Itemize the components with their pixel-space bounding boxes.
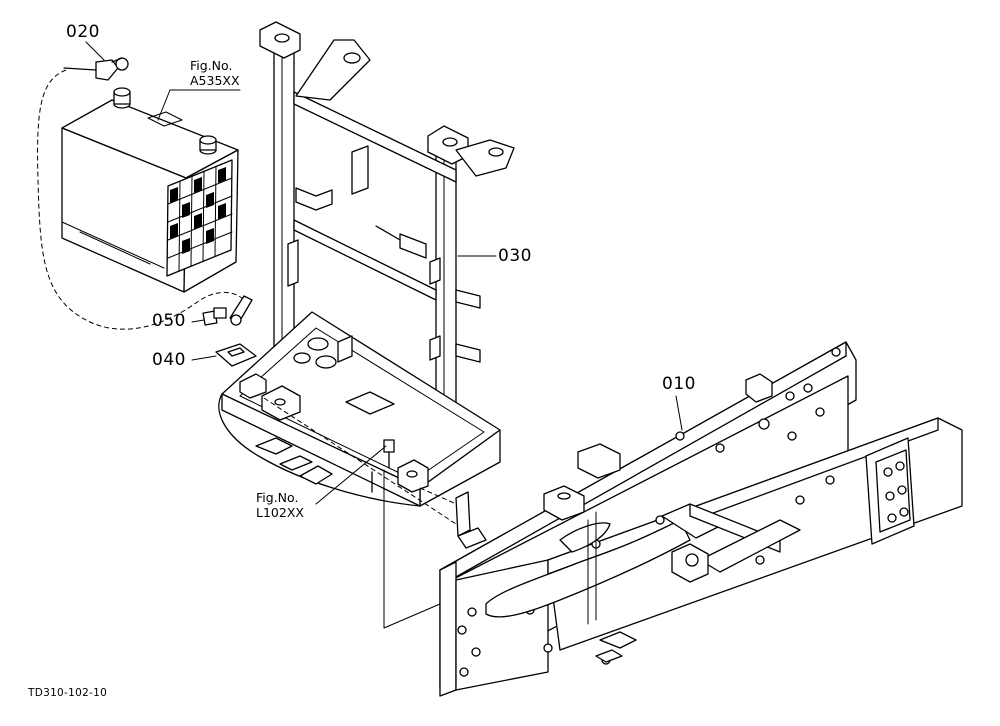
- plate-040: [191, 343, 257, 367]
- fig-ref-battery-number: A535XX: [190, 73, 240, 88]
- fig-ref-battery[interactable]: Fig.No. A535XX: [190, 58, 240, 88]
- fig-a535xx-leader: [157, 89, 241, 121]
- battery: [61, 87, 239, 293]
- fig-ref-frame-number: L102XX: [256, 505, 304, 520]
- fig-l102xx-leader: [315, 445, 387, 505]
- main-frame-010: [439, 341, 963, 697]
- battery-bracket-030: [259, 21, 515, 469]
- battery-cable-020: [37, 41, 245, 330]
- drawing-code: TD310-102-10: [28, 687, 108, 699]
- fig-ref-frame[interactable]: Fig.No. L102XX: [256, 490, 304, 520]
- battery-tray: [218, 311, 501, 507]
- part-label-050[interactable]: 050: [152, 311, 186, 331]
- part-label-030[interactable]: 030: [498, 246, 532, 266]
- part-label-020[interactable]: 020: [66, 22, 100, 42]
- part-label-010[interactable]: 010: [662, 374, 696, 394]
- fig-ref-frame-label: Fig.No.: [256, 490, 299, 505]
- bolt-050: [191, 295, 253, 326]
- alignment-lines: [263, 397, 471, 629]
- fig-ref-battery-label: Fig.No.: [190, 58, 233, 73]
- part-label-040[interactable]: 040: [152, 350, 186, 370]
